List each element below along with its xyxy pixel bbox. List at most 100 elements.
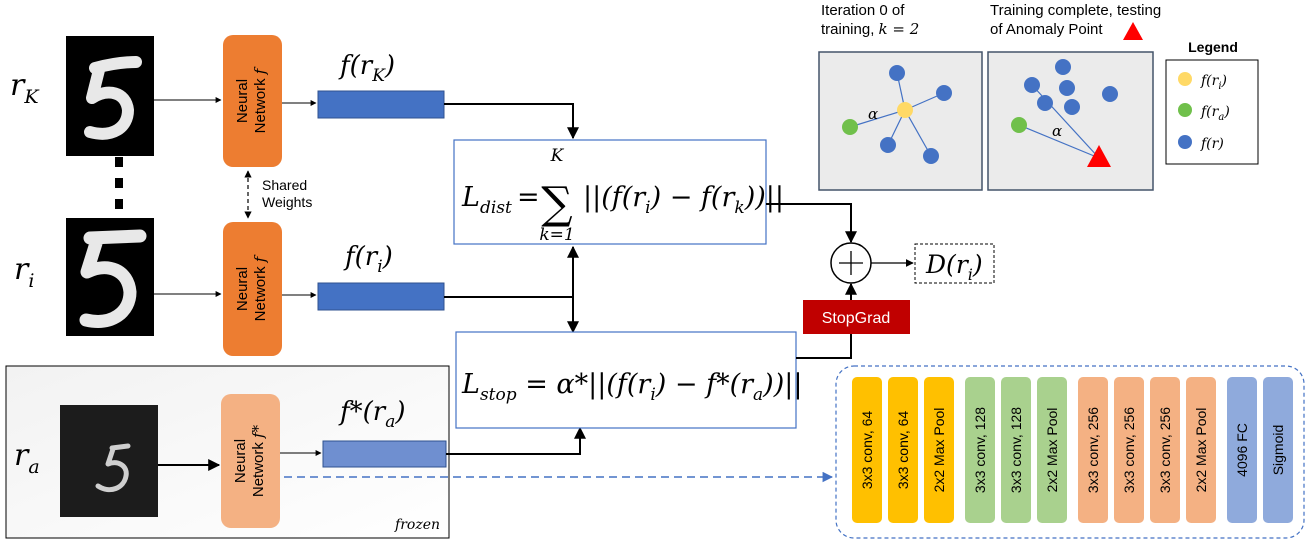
loss-dist-formula: Ldist = K ∑ k=1 ||(f(ri) − f(rk))|| bbox=[461, 146, 784, 245]
output-label: D(ri) bbox=[925, 250, 983, 284]
panel-right-caption-1: Training complete, testing bbox=[990, 2, 1161, 19]
loss-stop-box bbox=[455, 331, 797, 429]
point-green bbox=[1011, 117, 1027, 133]
anomaly-triangle-caption-icon bbox=[1123, 22, 1143, 40]
layer-block: 2x2 Max Pool bbox=[1186, 377, 1216, 523]
stopgrad-label: StopGrad bbox=[822, 310, 890, 327]
layer-label: 3x3 conv, 64 bbox=[895, 411, 911, 490]
layer-label: 2x2 Max Pool bbox=[1193, 408, 1209, 493]
svg-text:Neural: Neural bbox=[234, 79, 251, 123]
layer-block: 3x3 conv, 128 bbox=[1001, 377, 1031, 523]
sum-node bbox=[830, 242, 872, 284]
svg-text:f(ra): f(ra) bbox=[1200, 104, 1230, 123]
point-blue bbox=[1024, 77, 1040, 93]
feature-vector-fK bbox=[317, 90, 445, 119]
feature-vector-fi bbox=[317, 282, 445, 311]
panel-left-caption-1: Iteration 0 of bbox=[821, 2, 905, 19]
input-label-rK: rK bbox=[10, 68, 40, 108]
layer-block: 3x3 conv, 64 bbox=[852, 377, 882, 523]
point-blue bbox=[1055, 59, 1071, 75]
feature-label-fi: f(ri) bbox=[343, 242, 393, 277]
digit-image-ri bbox=[66, 218, 154, 336]
point-blue bbox=[889, 65, 905, 81]
layer-block: 4096 FC bbox=[1227, 377, 1257, 523]
input-label-ra: ra bbox=[14, 438, 40, 478]
alpha-label-right: α bbox=[1052, 122, 1062, 140]
point-blue bbox=[1037, 95, 1053, 111]
layer-block: 3x3 conv, 256 bbox=[1150, 377, 1180, 523]
panel-right-caption-2: of Anomaly Point bbox=[990, 21, 1103, 38]
stopgrad-box bbox=[803, 300, 910, 334]
point-blue bbox=[1059, 80, 1075, 96]
digit-image-ra bbox=[60, 405, 158, 517]
svg-text:k=1: k=1 bbox=[539, 225, 574, 245]
connector-stop-to-stopgrad bbox=[796, 334, 852, 359]
point-blue bbox=[880, 137, 896, 153]
anomaly-point-icon bbox=[1087, 145, 1111, 167]
layer-label: 3x3 conv, 256 bbox=[1085, 407, 1101, 493]
point-green bbox=[842, 119, 858, 135]
point-blue bbox=[936, 85, 952, 101]
ellipsis-dots bbox=[115, 157, 123, 209]
connector-dist-to-sum bbox=[766, 203, 857, 244]
svg-text:Network f: Network f bbox=[251, 254, 269, 321]
legend-title: Legend bbox=[1188, 39, 1238, 55]
layer-label: 3x3 conv, 64 bbox=[859, 411, 875, 490]
layer-label: 4096 FC bbox=[1234, 423, 1250, 477]
connector-fa-to-stop bbox=[446, 426, 586, 455]
legend-item-fra: f(ra) bbox=[1178, 103, 1230, 123]
layer-label: 3x3 conv, 256 bbox=[1121, 407, 1137, 493]
layer-label: 2x2 Max Pool bbox=[1044, 408, 1060, 493]
digit-image-rK bbox=[66, 36, 154, 156]
svg-text:Neural: Neural bbox=[232, 439, 249, 483]
layer-block: Sigmoid bbox=[1263, 377, 1293, 523]
svg-text:Network f: Network f bbox=[251, 66, 269, 133]
svg-text:f(ri): f(ri) bbox=[1200, 73, 1227, 92]
layer-block: 3x3 conv, 256 bbox=[1078, 377, 1108, 523]
layer-block: 3x3 conv, 128 bbox=[965, 377, 995, 523]
feature-label-fK: f(rK) bbox=[338, 51, 395, 86]
panel-left-caption-2: training, k = 2 bbox=[821, 20, 919, 38]
svg-text:Lstop = α*||(f(ri) − f*(ra))||: Lstop = α*||(f(ri) − f*(ra))|| bbox=[461, 369, 802, 405]
input-label-ri: ri bbox=[14, 252, 34, 292]
layer-block: 2x2 Max Pool bbox=[924, 377, 954, 523]
layer-label: Sigmoid bbox=[1270, 425, 1286, 476]
feature-vector-fa bbox=[322, 440, 447, 468]
legend-item-fr: f(r) bbox=[1178, 135, 1224, 152]
panel-iteration-0: α bbox=[818, 51, 983, 191]
layer-label: 3x3 conv, 256 bbox=[1157, 407, 1173, 493]
svg-text:Neural: Neural bbox=[234, 267, 251, 311]
svg-text:∑: ∑ bbox=[541, 178, 572, 229]
legend-item-fri: f(ri) bbox=[1178, 72, 1227, 92]
point-yellow bbox=[897, 102, 913, 118]
layer-stack: 3x3 conv, 64 3x3 conv, 64 2x2 Max Pool 3x3 … bbox=[852, 377, 1293, 523]
layer-block: 3x3 conv, 256 bbox=[1114, 377, 1144, 523]
svg-text:Network f*: Network f* bbox=[249, 424, 267, 497]
svg-text:=: = bbox=[517, 182, 540, 213]
neural-network-mid: Neural Network f bbox=[223, 222, 282, 356]
layer-block: 2x2 Max Pool bbox=[1037, 377, 1067, 523]
layer-label: 2x2 Max Pool bbox=[931, 408, 947, 493]
loss-dist-box bbox=[453, 139, 767, 245]
layer-label: 3x3 conv, 128 bbox=[1008, 407, 1024, 493]
output-box bbox=[914, 243, 995, 284]
alpha-label-left: α bbox=[868, 105, 878, 123]
feature-label-fa: f*(ra) bbox=[338, 397, 406, 432]
layer-label: 3x3 conv, 128 bbox=[972, 407, 988, 493]
svg-text:K: K bbox=[550, 146, 565, 166]
frozen-label: frozen bbox=[394, 517, 440, 533]
point-blue bbox=[923, 148, 939, 164]
panel-training-complete: α bbox=[987, 51, 1154, 191]
layer-block: 3x3 conv, 64 bbox=[888, 377, 918, 523]
point-blue bbox=[1064, 99, 1080, 115]
svg-text:||(f(ri) − f(rk))||: ||(f(ri) − f(rk))|| bbox=[583, 182, 784, 218]
shared-weights-label-1: Shared bbox=[262, 177, 307, 193]
shared-weights-label-2: Weights bbox=[262, 194, 312, 210]
connector-fK-to-dist bbox=[444, 103, 579, 140]
point-blue bbox=[1102, 86, 1118, 102]
loss-stop-formula: Lstop = α*||(f(ri) − f*(ra))|| bbox=[461, 369, 802, 405]
svg-text:f(r): f(r) bbox=[1200, 136, 1224, 152]
neural-network-top: Neural Network f bbox=[223, 35, 282, 167]
